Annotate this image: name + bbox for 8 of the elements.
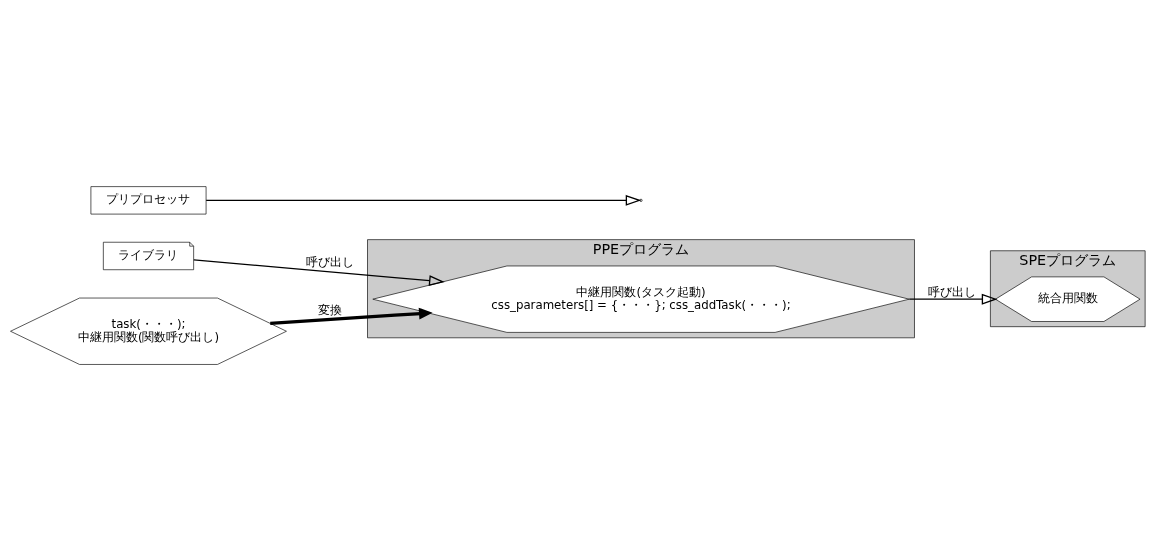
edge-label: 呼び出し <box>305 255 354 270</box>
arrow <box>193 259 445 287</box>
arrow <box>205 194 642 206</box>
edge-label: 呼び出し <box>928 284 977 299</box>
node-box: プリプロセッサ <box>90 186 207 215</box>
edge-label: 変換 <box>317 302 342 317</box>
arrow <box>270 307 433 325</box>
arrow <box>908 293 998 305</box>
